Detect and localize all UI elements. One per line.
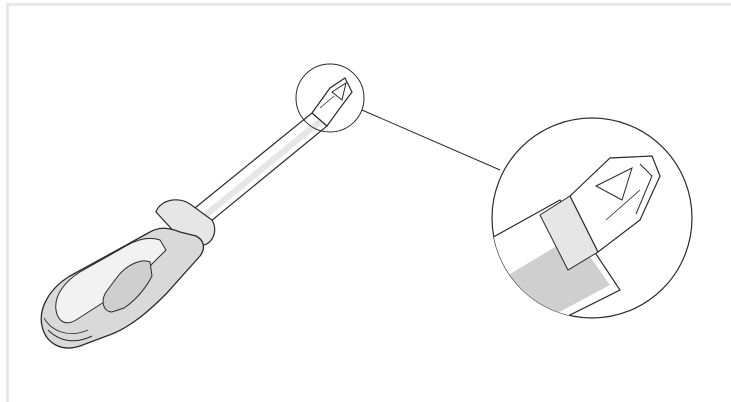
frame-border-left (6, 3, 9, 402)
frame-border-top (6, 3, 731, 6)
magnifier-small-circle (295, 63, 365, 133)
screwdriver-shaft (189, 112, 328, 227)
phillips-tip-icon (311, 77, 353, 127)
screwdriver-handle (40, 199, 216, 349)
magnifier-callout-icon (491, 117, 693, 319)
callout-connector-line (361, 109, 501, 171)
